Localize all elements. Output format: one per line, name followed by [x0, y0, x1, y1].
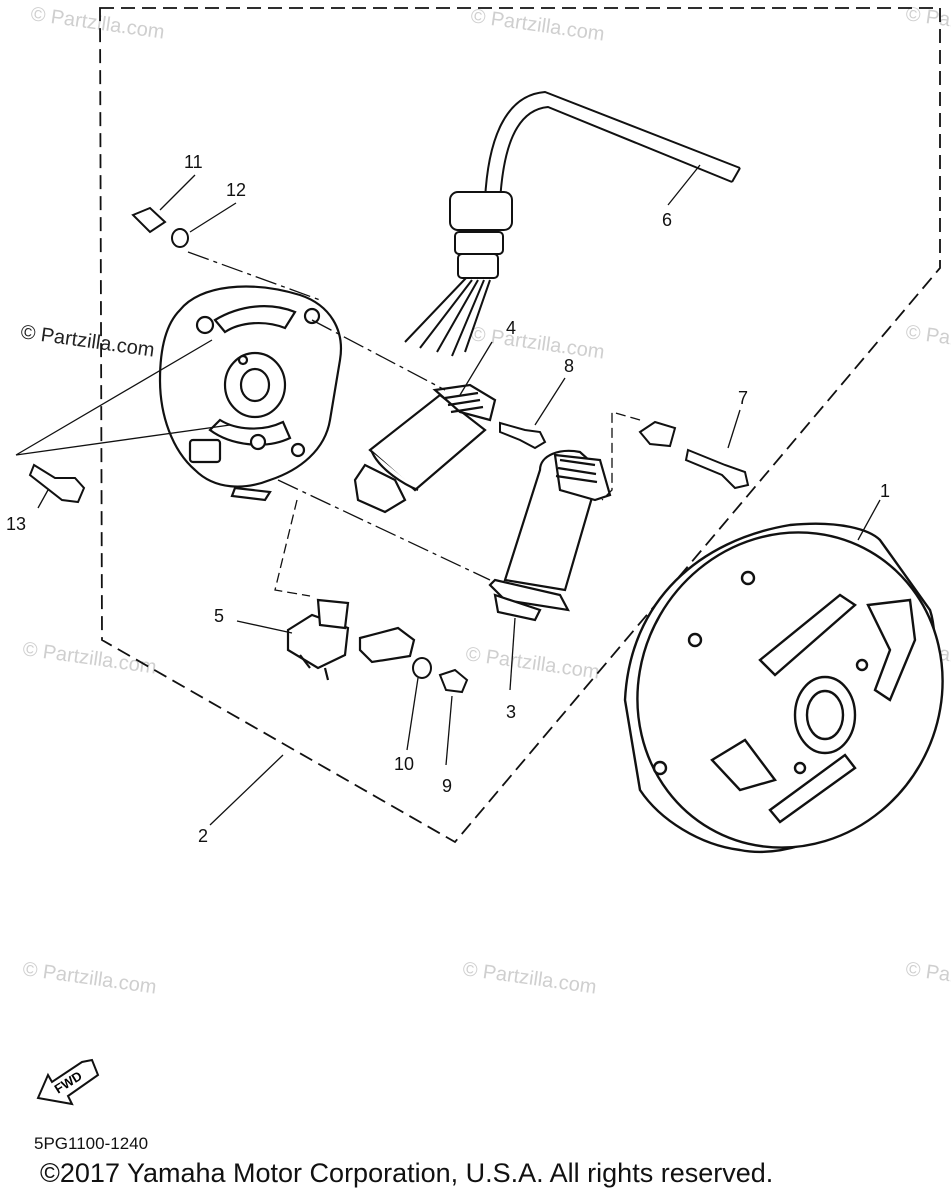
copyright-notice: ©2017 Yamaha Motor Corporation, U.S.A. A…	[40, 1158, 774, 1188]
callout-7: 7	[738, 388, 748, 408]
watermark: © Partzilla.com	[29, 3, 166, 44]
callout-12: 12	[226, 180, 246, 200]
watermark: © Partzilla.com	[21, 638, 158, 679]
fasteners	[28, 206, 750, 694]
charge-coil	[353, 383, 497, 514]
callout-11: 11	[184, 152, 203, 172]
callout-9: 9	[442, 776, 452, 796]
watermark: © Partzilla.com	[904, 958, 951, 999]
stator-assembly-boundary	[99, 7, 941, 844]
watermark: © Partzilla.com	[469, 323, 606, 364]
callout-1: 1	[880, 481, 890, 501]
forward-arrow-icon: FWD	[36, 1058, 100, 1106]
watermark: © Partzilla.com	[19, 321, 156, 362]
watermark: © Partzilla.com	[464, 643, 601, 684]
watermark: © Partzilla.com	[904, 321, 951, 362]
callout-5: 5	[214, 606, 224, 626]
callout-10: 10	[394, 754, 414, 774]
watermark: © Partzilla.com	[21, 958, 158, 999]
wire-harness	[404, 90, 741, 357]
flywheel-rotor	[623, 522, 944, 854]
callout-3: 3	[506, 702, 516, 722]
callout-13: 13	[6, 514, 26, 534]
callout-6: 6	[662, 210, 672, 230]
stator-base-plate	[158, 285, 343, 502]
callout-8: 8	[564, 356, 574, 376]
pulser-coil	[286, 598, 416, 681]
watermarks: © Partzilla.com © Partzilla.com © Partzi…	[19, 3, 951, 999]
lighting-coil	[488, 449, 612, 622]
watermark: © Partzilla.com	[469, 5, 606, 46]
callout-2: 2	[198, 826, 208, 846]
watermark: © Partzilla.com	[904, 3, 951, 44]
leader-lines	[15, 164, 881, 826]
callout-4: 4	[506, 318, 516, 338]
diagram-part-code: 5PG1100-1240	[34, 1134, 149, 1153]
callouts: 1 2 3 4 5 6 7 8 9 10 11 12 13	[6, 152, 890, 846]
watermark: © Partzilla.com	[461, 958, 598, 999]
